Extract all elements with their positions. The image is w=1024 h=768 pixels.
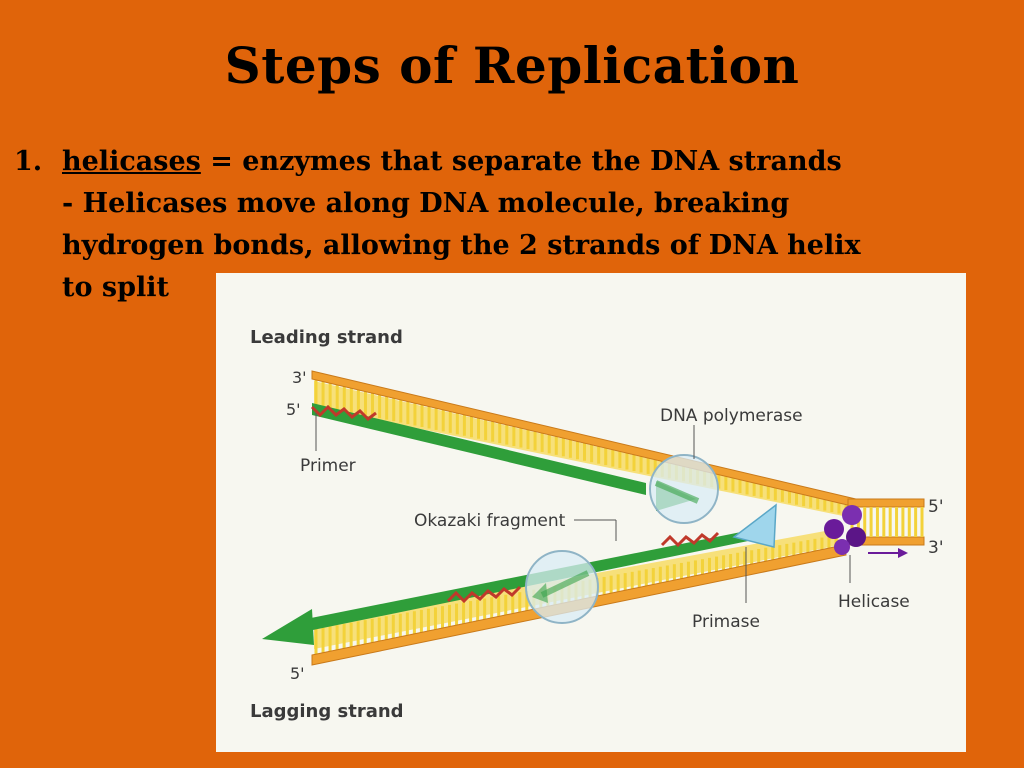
- lagging-primer-1: [446, 585, 522, 604]
- detail-line-1: - Helicases move along DNA molecule, bre…: [62, 188, 790, 219]
- primer-label: Primer: [300, 456, 356, 476]
- end-5-top: 5': [286, 400, 301, 419]
- detail-line-2: hydrogen bonds, allowing the 2 strands o…: [62, 230, 861, 261]
- lagging-arrowhead: [262, 609, 314, 645]
- term-helicases: helicases: [62, 146, 201, 177]
- replication-fork-figure: Leading strand Lagging strand 3' 5' Prim…: [216, 273, 966, 752]
- end-5-right: 5': [928, 497, 944, 517]
- term-definition: = enzymes that separate the DNA strands: [200, 146, 842, 177]
- lagging-strand-label: Lagging strand: [250, 701, 404, 722]
- leading-primer: [310, 404, 377, 421]
- leading-strand-duplex: [310, 370, 857, 517]
- dna-polymerase-label: DNA polymerase: [660, 406, 803, 426]
- okazaki-fragment-label: Okazaki fragment: [414, 511, 566, 531]
- definition-line: helicases = enzymes that separate the DN…: [62, 141, 1022, 183]
- list-number: 1.: [14, 146, 43, 177]
- end-3-top: 3': [292, 368, 307, 387]
- dna-polymerase-leading: [649, 454, 719, 524]
- primase: [732, 503, 777, 548]
- leading-strand-label: Leading strand: [250, 327, 403, 348]
- replication-fork-diagram: Leading strand Lagging strand 3' 5' Prim…: [250, 327, 944, 722]
- end-3-right: 3': [928, 538, 944, 558]
- primase-label: Primase: [692, 612, 760, 632]
- lagging-primer-2: [660, 531, 720, 548]
- helicase: [824, 505, 908, 558]
- list-item-body: helicases = enzymes that separate the DN…: [62, 141, 1022, 309]
- helicase-label: Helicase: [838, 592, 910, 612]
- detail-line-3: to split: [62, 272, 169, 303]
- end-5-bottom: 5': [290, 664, 305, 683]
- slide-title: Steps of Replication: [224, 36, 800, 95]
